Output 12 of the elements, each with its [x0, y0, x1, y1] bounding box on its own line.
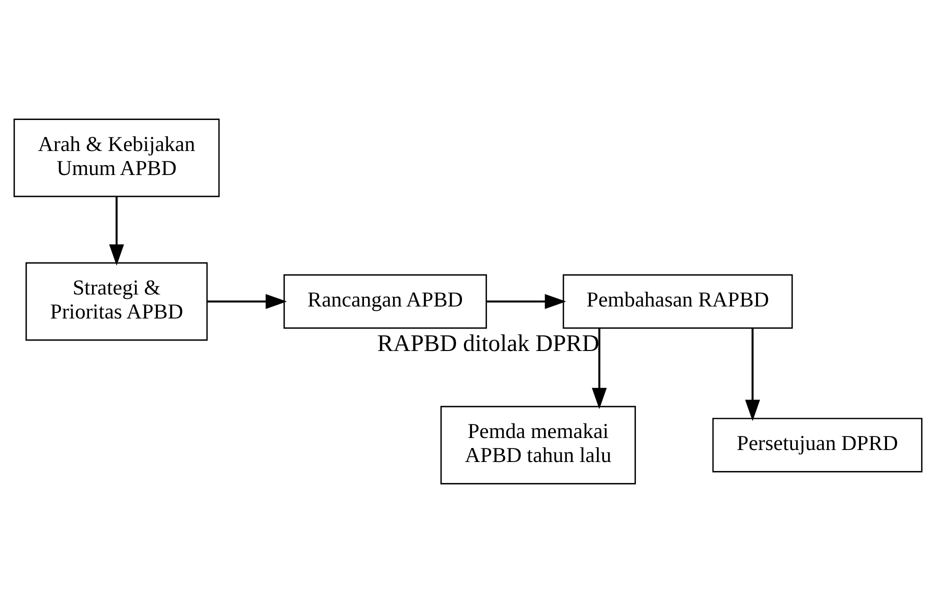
arrow — [745, 328, 760, 422]
node-box: Rancangan APBD — [283, 274, 487, 329]
edge-label: RAPBD ditolak DPRD — [377, 331, 600, 358]
node-box: Strategi & Prioritas APBD — [26, 262, 208, 341]
node-box: Pembahasan RAPBD — [562, 274, 793, 329]
node-box: Pemda memakai APBD tahun lalu — [440, 406, 636, 484]
arrow — [592, 328, 607, 410]
arrow — [207, 294, 287, 309]
node-box: Persetujuan DPRD — [712, 418, 922, 472]
arrow — [109, 196, 124, 266]
arrow — [486, 294, 566, 309]
node-box: Arah & Kebijakan Umum APBD — [14, 118, 220, 198]
